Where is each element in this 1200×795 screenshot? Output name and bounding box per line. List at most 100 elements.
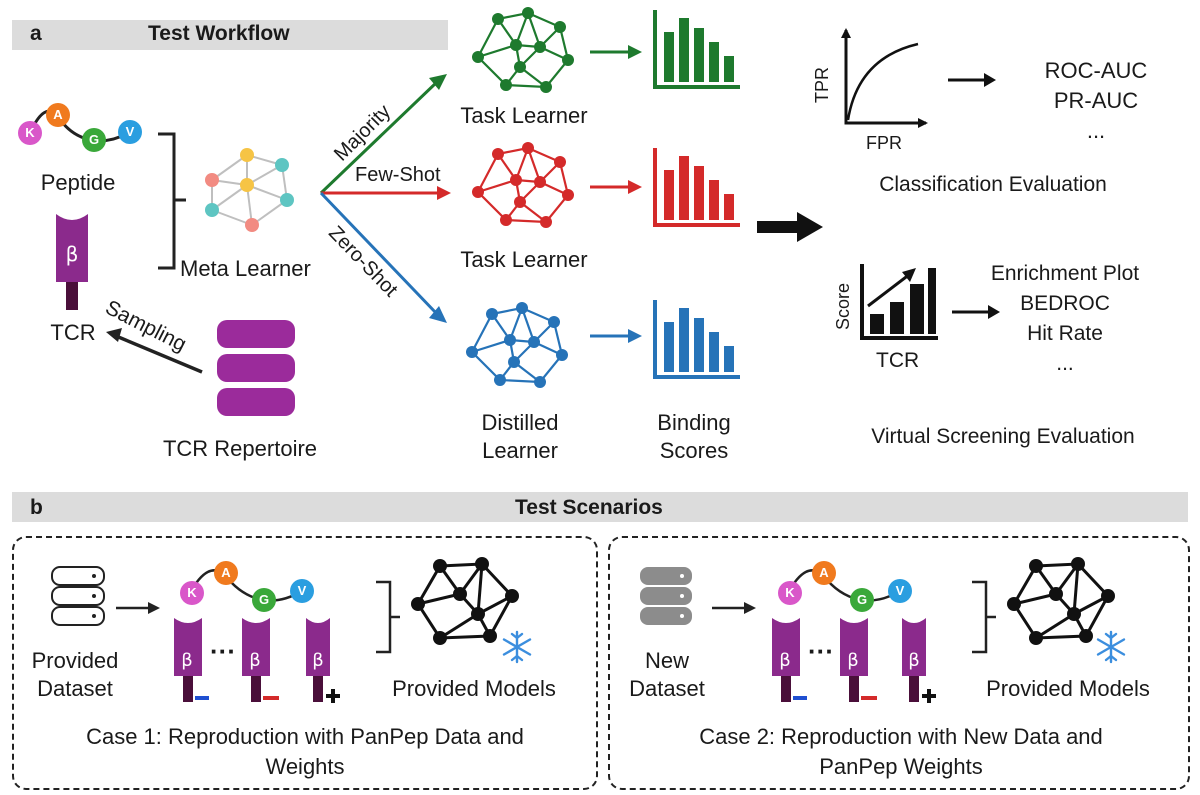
amino-acid-g: G [88, 132, 100, 147]
case2-dataset-label-line1: New [644, 648, 689, 673]
evaluation-arrow [757, 212, 823, 242]
classification-metric-ellipsis: ... [1086, 118, 1106, 143]
classification-metric-pr-auc: PR-AUC [1053, 88, 1139, 113]
classification-metric-roc-auc: ROC-AUC [1044, 58, 1148, 83]
section-a-title: Test Workflow [148, 22, 290, 45]
case1-dataset-icon [51, 566, 105, 626]
section-b-title: Test Scenarios [515, 496, 663, 519]
roc-curve-icon [841, 28, 928, 128]
distilled-learner-label-line1: Distilled [481, 410, 559, 435]
case2-tcr-negative-1-icon [772, 618, 807, 702]
section-a-header-band [12, 20, 448, 50]
task-learner-mid-label: Task Learner [460, 247, 588, 272]
case2-aa-v: V [895, 583, 905, 598]
section-b-letter: b [30, 496, 43, 519]
screening-xlabel: TCR [876, 349, 920, 372]
peptide-chain-icon [18, 103, 142, 152]
case1-tcr-positive-icon [306, 618, 340, 703]
case1-caption-line2: Weights [265, 754, 345, 779]
section-a-letter: a [30, 22, 42, 45]
case2-model-network-icon [1007, 557, 1115, 645]
case1-caption-line1: Case 1: Reproduction with PanPep Data an… [86, 724, 524, 749]
case2-tcr-positive-icon [902, 618, 936, 703]
case2-aa-k: K [785, 585, 795, 600]
binding-score-bars-blue-icon [653, 300, 740, 379]
case1-tcr-beta-1: β [181, 650, 193, 671]
case2-tcr-beta-3: β [908, 650, 920, 671]
case1-peptide-icon [180, 561, 314, 612]
task-learner-top-label: Task Learner [460, 103, 588, 128]
case1-box [12, 536, 598, 790]
distilled-learner-network-blue-icon [466, 302, 568, 388]
tcr-label: TCR [50, 320, 96, 345]
case2-tcr-negative-2-icon [840, 618, 877, 702]
tcr-repertoire-database-icon [217, 320, 295, 416]
screening-ylabel: Score [833, 282, 853, 330]
case2-snowflake-icon [1096, 630, 1126, 664]
case1-models-label: Provided Models [392, 676, 556, 701]
input-bracket [158, 132, 186, 270]
case1-tcr-negative-1-icon [174, 618, 209, 702]
screening-metric-ellipsis: ... [1056, 352, 1074, 375]
case1-dataset-label-line1: Provided [31, 648, 119, 673]
case2-caption-line1: Case 2: Reproduction with New Data and [699, 724, 1103, 749]
meta-learner-network-icon [205, 148, 294, 232]
task-learner-network-green-icon [472, 7, 574, 93]
case2-box [608, 536, 1190, 790]
learner-to-scores-arrows [590, 45, 642, 343]
amino-acid-k: K [25, 125, 35, 140]
classification-evaluation-title: Classification Evaluation [879, 173, 1107, 196]
screening-metric-bedroc: BEDROC [1020, 292, 1110, 315]
virtual-screening-title: Virtual Screening Evaluation [871, 425, 1135, 448]
branch-few-shot-label: Few-Shot [355, 164, 441, 186]
case2-tcr-dots: ··· [808, 636, 834, 666]
virtual-screening-chart-icon [860, 264, 938, 340]
case1-tcr-dots: ··· [210, 636, 236, 666]
case1-aa-a: A [221, 565, 231, 580]
case1-tcr-negative-2-icon [242, 618, 279, 702]
screening-to-metrics-arrow [952, 305, 1000, 319]
task-learner-network-red-icon [472, 142, 574, 228]
case2-aa-g: G [856, 592, 868, 607]
case2-peptide-icon [778, 561, 912, 612]
section-b-header-band [12, 492, 1188, 522]
case1-aa-v: V [297, 583, 307, 598]
roc-to-metrics-arrow [948, 73, 996, 87]
case2-dataset-arrow [712, 602, 756, 614]
case2-tcr-beta-2: β [847, 650, 859, 671]
branch-arrows [319, 74, 451, 323]
case1-dataset-arrow [116, 602, 160, 614]
case1-bracket [376, 580, 400, 654]
case1-snowflake-icon [502, 630, 532, 664]
case2-aa-a: A [819, 565, 829, 580]
case1-tcr-beta-2: β [249, 650, 261, 671]
screening-metric-hit-rate: Hit Rate [1027, 322, 1103, 345]
case1-model-network-icon [411, 557, 519, 645]
case2-tcr-beta-1: β [779, 650, 791, 671]
binding-score-bars-green-icon [653, 10, 740, 89]
distilled-learner-label-line2: Learner [482, 438, 558, 463]
binding-score-bars-red-icon [653, 148, 740, 227]
amino-acid-v: V [125, 124, 135, 139]
peptide-label: Peptide [40, 170, 116, 195]
amino-acid-a: A [53, 107, 63, 122]
case2-bracket [972, 580, 996, 654]
tcr-receptor-icon [56, 214, 88, 310]
binding-scores-label-line2: Scores [659, 438, 729, 463]
case2-caption-line2: PanPep Weights [819, 754, 983, 779]
sampling-arrow [106, 328, 203, 374]
tcr-repertoire-label: TCR Repertoire [162, 436, 318, 461]
meta-learner-label: Meta Learner [180, 256, 311, 281]
case2-models-label: Provided Models [986, 676, 1150, 701]
case1-aa-k: K [187, 585, 197, 600]
roc-ylabel: TPR [812, 67, 832, 103]
case2-dataset-icon [640, 567, 692, 625]
case2-dataset-label-line2: Dataset [629, 676, 705, 701]
binding-scores-label-line1: Binding [657, 410, 731, 435]
roc-xlabel: FPR [866, 133, 902, 153]
case1-dataset-label-line2: Dataset [37, 676, 113, 701]
case1-aa-g: G [258, 592, 270, 607]
tcr-beta-label: β [65, 242, 79, 266]
screening-metric-enrichment: Enrichment Plot [990, 262, 1140, 285]
case1-tcr-beta-3: β [312, 650, 324, 671]
